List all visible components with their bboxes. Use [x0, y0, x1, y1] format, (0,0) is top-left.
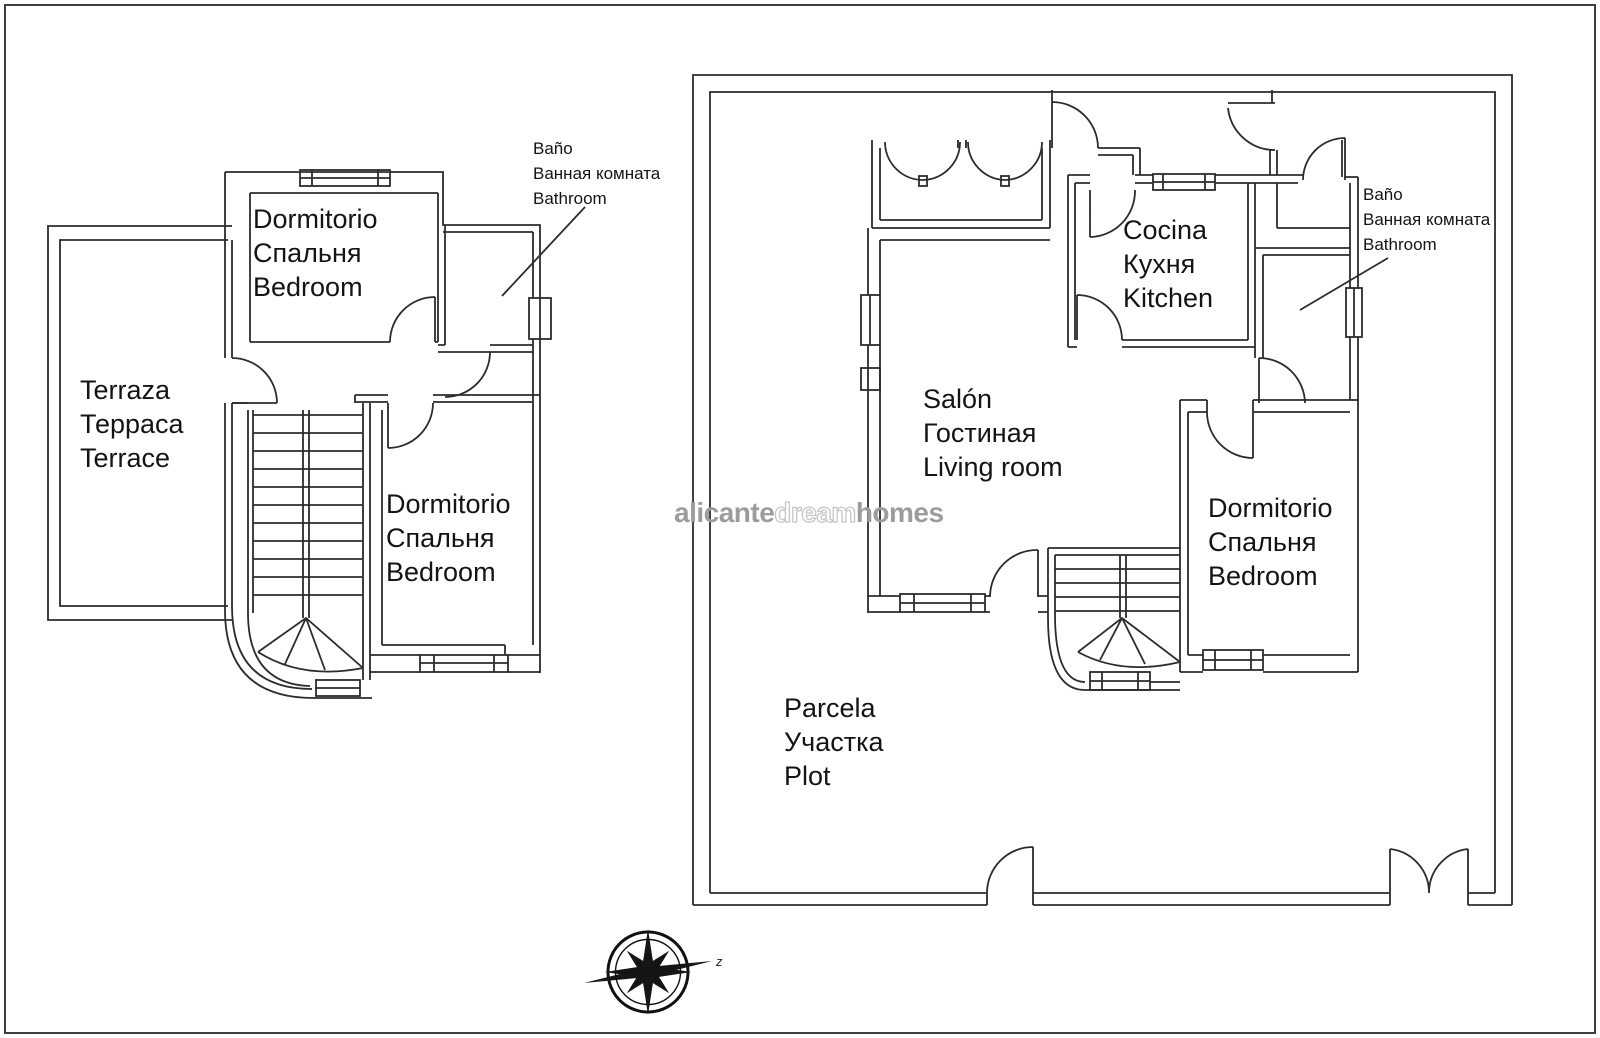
- upper-door-arcs: [231, 296, 491, 449]
- label-line: Terrace: [80, 443, 171, 473]
- label-plot: Parcela Участка Plot: [784, 691, 884, 793]
- ground-bathroom-leader-line: [1299, 257, 1389, 311]
- plot-gates: [986, 846, 1469, 894]
- watermark: alicantedreamhomes: [674, 496, 944, 529]
- label-line: Plot: [784, 761, 831, 791]
- ground-bedroom-door: [1206, 411, 1254, 459]
- label-line: Терраса: [80, 409, 184, 439]
- french-door-bay: [871, 140, 1051, 229]
- label-line: Terraza: [80, 375, 171, 405]
- label-line: Спальня: [253, 238, 362, 268]
- label-upper-bedroom-top: Dormitorio Спальня Bedroom: [253, 202, 378, 304]
- ground-stairs-winder: [1077, 616, 1181, 669]
- label-line: Parcela: [784, 693, 876, 723]
- ground-stairs-curve: [1047, 613, 1086, 691]
- label-line: Salón: [923, 384, 993, 414]
- label-line: Спальня: [1208, 527, 1317, 557]
- upper-stairs-treads: [253, 414, 363, 596]
- living-room-window-left: [860, 294, 881, 346]
- label-upper-bathroom-note: Baño Ванная комната Bathroom: [533, 136, 660, 211]
- upper-floor-plan: [47, 169, 586, 699]
- ground-floor-plan: [692, 74, 1513, 906]
- living-room-window-bottom: [899, 593, 986, 613]
- label-line: Living room: [923, 452, 1063, 482]
- label-line: Baño: [1363, 185, 1403, 204]
- label-line: Dormitorio: [1208, 493, 1333, 523]
- label-line: Спальня: [386, 523, 495, 553]
- compass-direction-label: z: [715, 954, 723, 969]
- upper-stairs-curve: [224, 605, 315, 699]
- upper-window-top: [299, 169, 391, 187]
- ground-bedroom-walls: [1179, 399, 1358, 673]
- plot-bottom-wall: [693, 892, 1512, 906]
- upper-window-bedroom2: [419, 654, 509, 673]
- label-line: Cocina: [1123, 215, 1208, 245]
- stairwell-window: [1089, 671, 1151, 691]
- label-ground-bedroom: Dormitorio Спальня Bedroom: [1208, 491, 1333, 593]
- entry-walls: [1098, 147, 1141, 175]
- label-line: Baño: [533, 139, 573, 158]
- terrace-walls: [47, 225, 232, 621]
- bathroom-walls: [1255, 247, 1350, 256]
- storage-room: [1276, 176, 1358, 229]
- living-room-door: [989, 549, 1039, 598]
- label-line: Участка: [784, 727, 884, 757]
- bathroom-window: [1345, 287, 1363, 338]
- kitchen-window: [1152, 173, 1216, 191]
- house-right-wall: [1349, 177, 1359, 672]
- bay-mullion: [1000, 175, 1010, 187]
- bathroom-door: [1258, 357, 1306, 404]
- label-line: Dormitorio: [386, 489, 511, 519]
- label-line: Bedroom: [1208, 561, 1318, 591]
- compass-rose-icon: z: [584, 929, 723, 1015]
- bay-mullion: [918, 175, 928, 187]
- upper-stairs-winder: [257, 616, 364, 673]
- label-line: Dormitorio: [253, 204, 378, 234]
- french-door-arcs: [884, 141, 1043, 181]
- label-line: Ванная комната: [533, 164, 661, 183]
- label-line: Kitchen: [1123, 283, 1214, 313]
- label-line: Bedroom: [386, 557, 496, 587]
- upper-window-stairwell: [315, 679, 361, 697]
- label-kitchen: Cocina Кухня Kitchen: [1123, 213, 1213, 315]
- label-terrace: Terraza Терраса Terrace: [80, 373, 184, 475]
- label-living-room: Salón Гостиная Living room: [923, 382, 1063, 484]
- label-line: Ванная комната: [1363, 210, 1491, 229]
- label-line: Bathroom: [533, 189, 607, 208]
- kitchen-walls: [1067, 174, 1303, 358]
- ground-stairs-walls: [1047, 547, 1180, 618]
- upper-window-bathroom: [528, 297, 552, 340]
- ground-bedroom-window: [1202, 649, 1264, 671]
- watermark-part: homes: [855, 497, 944, 528]
- label-ground-bathroom-note: Baño Ванная комната Bathroom: [1363, 182, 1490, 257]
- topright-porch-doors: [1227, 90, 1346, 181]
- label-upper-bedroom-bottom: Dormitorio Спальня Bedroom: [386, 487, 511, 589]
- living-room-walls: [867, 228, 1050, 613]
- watermark-part: alicante: [674, 497, 775, 528]
- ground-stairs-treads: [1055, 568, 1180, 612]
- living-room-window-left-small: [860, 367, 881, 391]
- ground-stairs-bottom-wall: [1085, 681, 1180, 691]
- kitchen-door-arcs: [1076, 189, 1136, 341]
- label-line: Bathroom: [1363, 235, 1437, 254]
- label-line: Гостиная: [923, 418, 1037, 448]
- watermark-part: dream: [774, 496, 857, 528]
- label-line: Bedroom: [253, 272, 363, 302]
- entry-door: [1051, 90, 1099, 149]
- plot-boundary: [692, 74, 1513, 905]
- label-line: Кухня: [1123, 249, 1196, 279]
- upper-house-walls: [224, 171, 541, 699]
- upper-bathroom-leader-line: [501, 206, 586, 297]
